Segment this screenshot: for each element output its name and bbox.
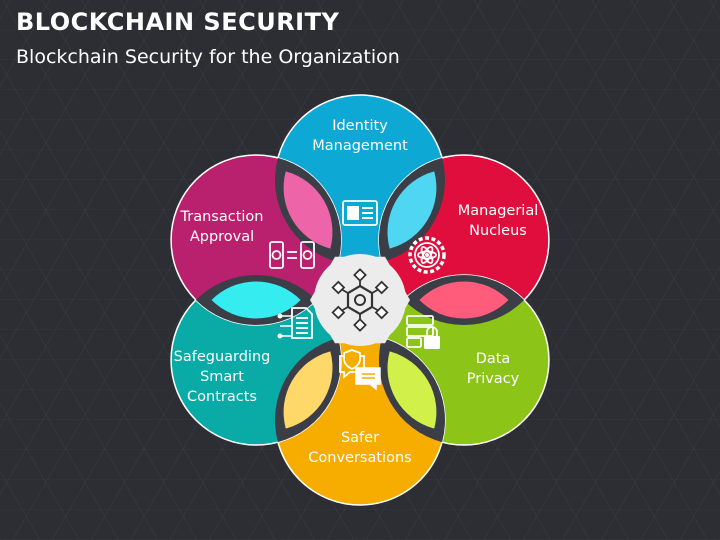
page-title: BLOCKCHAIN SECURITY: [16, 8, 340, 36]
page-subtitle: Blockchain Security for the Organization: [16, 46, 400, 68]
lens-highlight: [283, 351, 333, 429]
blockchain-network-icon: [331, 268, 389, 332]
center-hub-fill: [314, 254, 406, 346]
lens-highlight: [283, 171, 333, 249]
chat-shield-icon: [339, 349, 381, 391]
label-line: Nucleus: [469, 223, 527, 239]
lens-highlight: [211, 281, 301, 319]
label-line: Safeguarding: [174, 349, 271, 365]
label-line: Managerial: [458, 203, 539, 219]
atom-gear-icon: [408, 236, 446, 274]
id-card-icon: [342, 200, 378, 226]
smart-contract-icon: [277, 307, 313, 339]
label-line: Privacy: [467, 371, 520, 387]
label-line: Contracts: [187, 389, 257, 405]
label-line: Identity: [332, 118, 388, 134]
label-line: Smart: [200, 369, 244, 385]
label-line: Transaction: [180, 209, 264, 225]
label-line: Approval: [190, 229, 254, 245]
lens-highlight: [387, 351, 437, 429]
label-line: Data: [476, 351, 511, 367]
phone-exchange-icon: [269, 241, 315, 269]
label-line: Conversations: [308, 450, 411, 466]
lens-highlight: [419, 281, 509, 319]
lens-highlight: [387, 171, 437, 249]
server-lock-icon: [406, 315, 440, 349]
label-line: Safer: [341, 430, 379, 446]
label-line: Management: [312, 138, 408, 154]
